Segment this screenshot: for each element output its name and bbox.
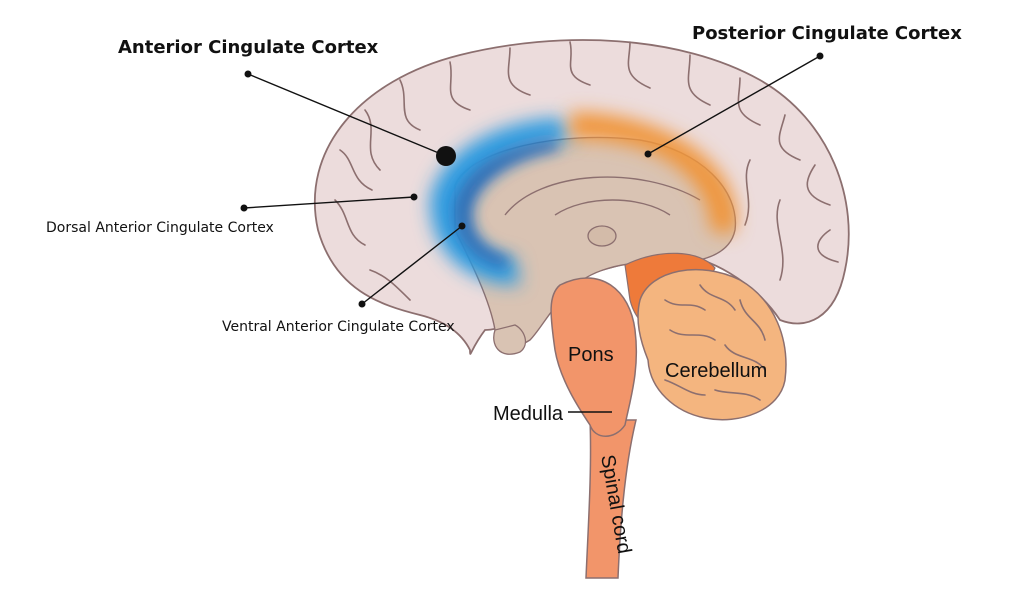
- leader-anterior: [244, 70, 456, 166]
- label-pons: Pons: [568, 344, 614, 366]
- leader-ventral: [358, 222, 466, 308]
- pons: [550, 277, 638, 437]
- pituitary: [493, 324, 527, 355]
- corpus-callosum-line: [504, 176, 701, 216]
- label-posterior-cingulate: Posterior Cingulate Cortex: [692, 23, 962, 44]
- cerebellum-folia: [664, 284, 766, 401]
- anterior-cingulate-core: [454, 140, 560, 268]
- cortex-folds: [334, 41, 839, 301]
- leader-posterior: [644, 52, 824, 158]
- label-cerebellum: Cerebellum: [665, 360, 767, 382]
- label-ventral-anterior: Ventral Anterior Cingulate Cortex: [222, 319, 455, 335]
- label-medulla: Medulla: [493, 403, 564, 425]
- fornix-line: [554, 199, 671, 216]
- posterior-cingulate-region: [570, 112, 737, 235]
- label-dorsal-anterior: Dorsal Anterior Cingulate Cortex: [46, 220, 274, 236]
- label-anterior-cingulate: Anterior Cingulate Cortex: [118, 37, 379, 58]
- leader-dorsal: [240, 193, 418, 212]
- cerebellum: [637, 268, 787, 421]
- thalamus: [587, 225, 617, 247]
- spinal-cord: [585, 419, 637, 579]
